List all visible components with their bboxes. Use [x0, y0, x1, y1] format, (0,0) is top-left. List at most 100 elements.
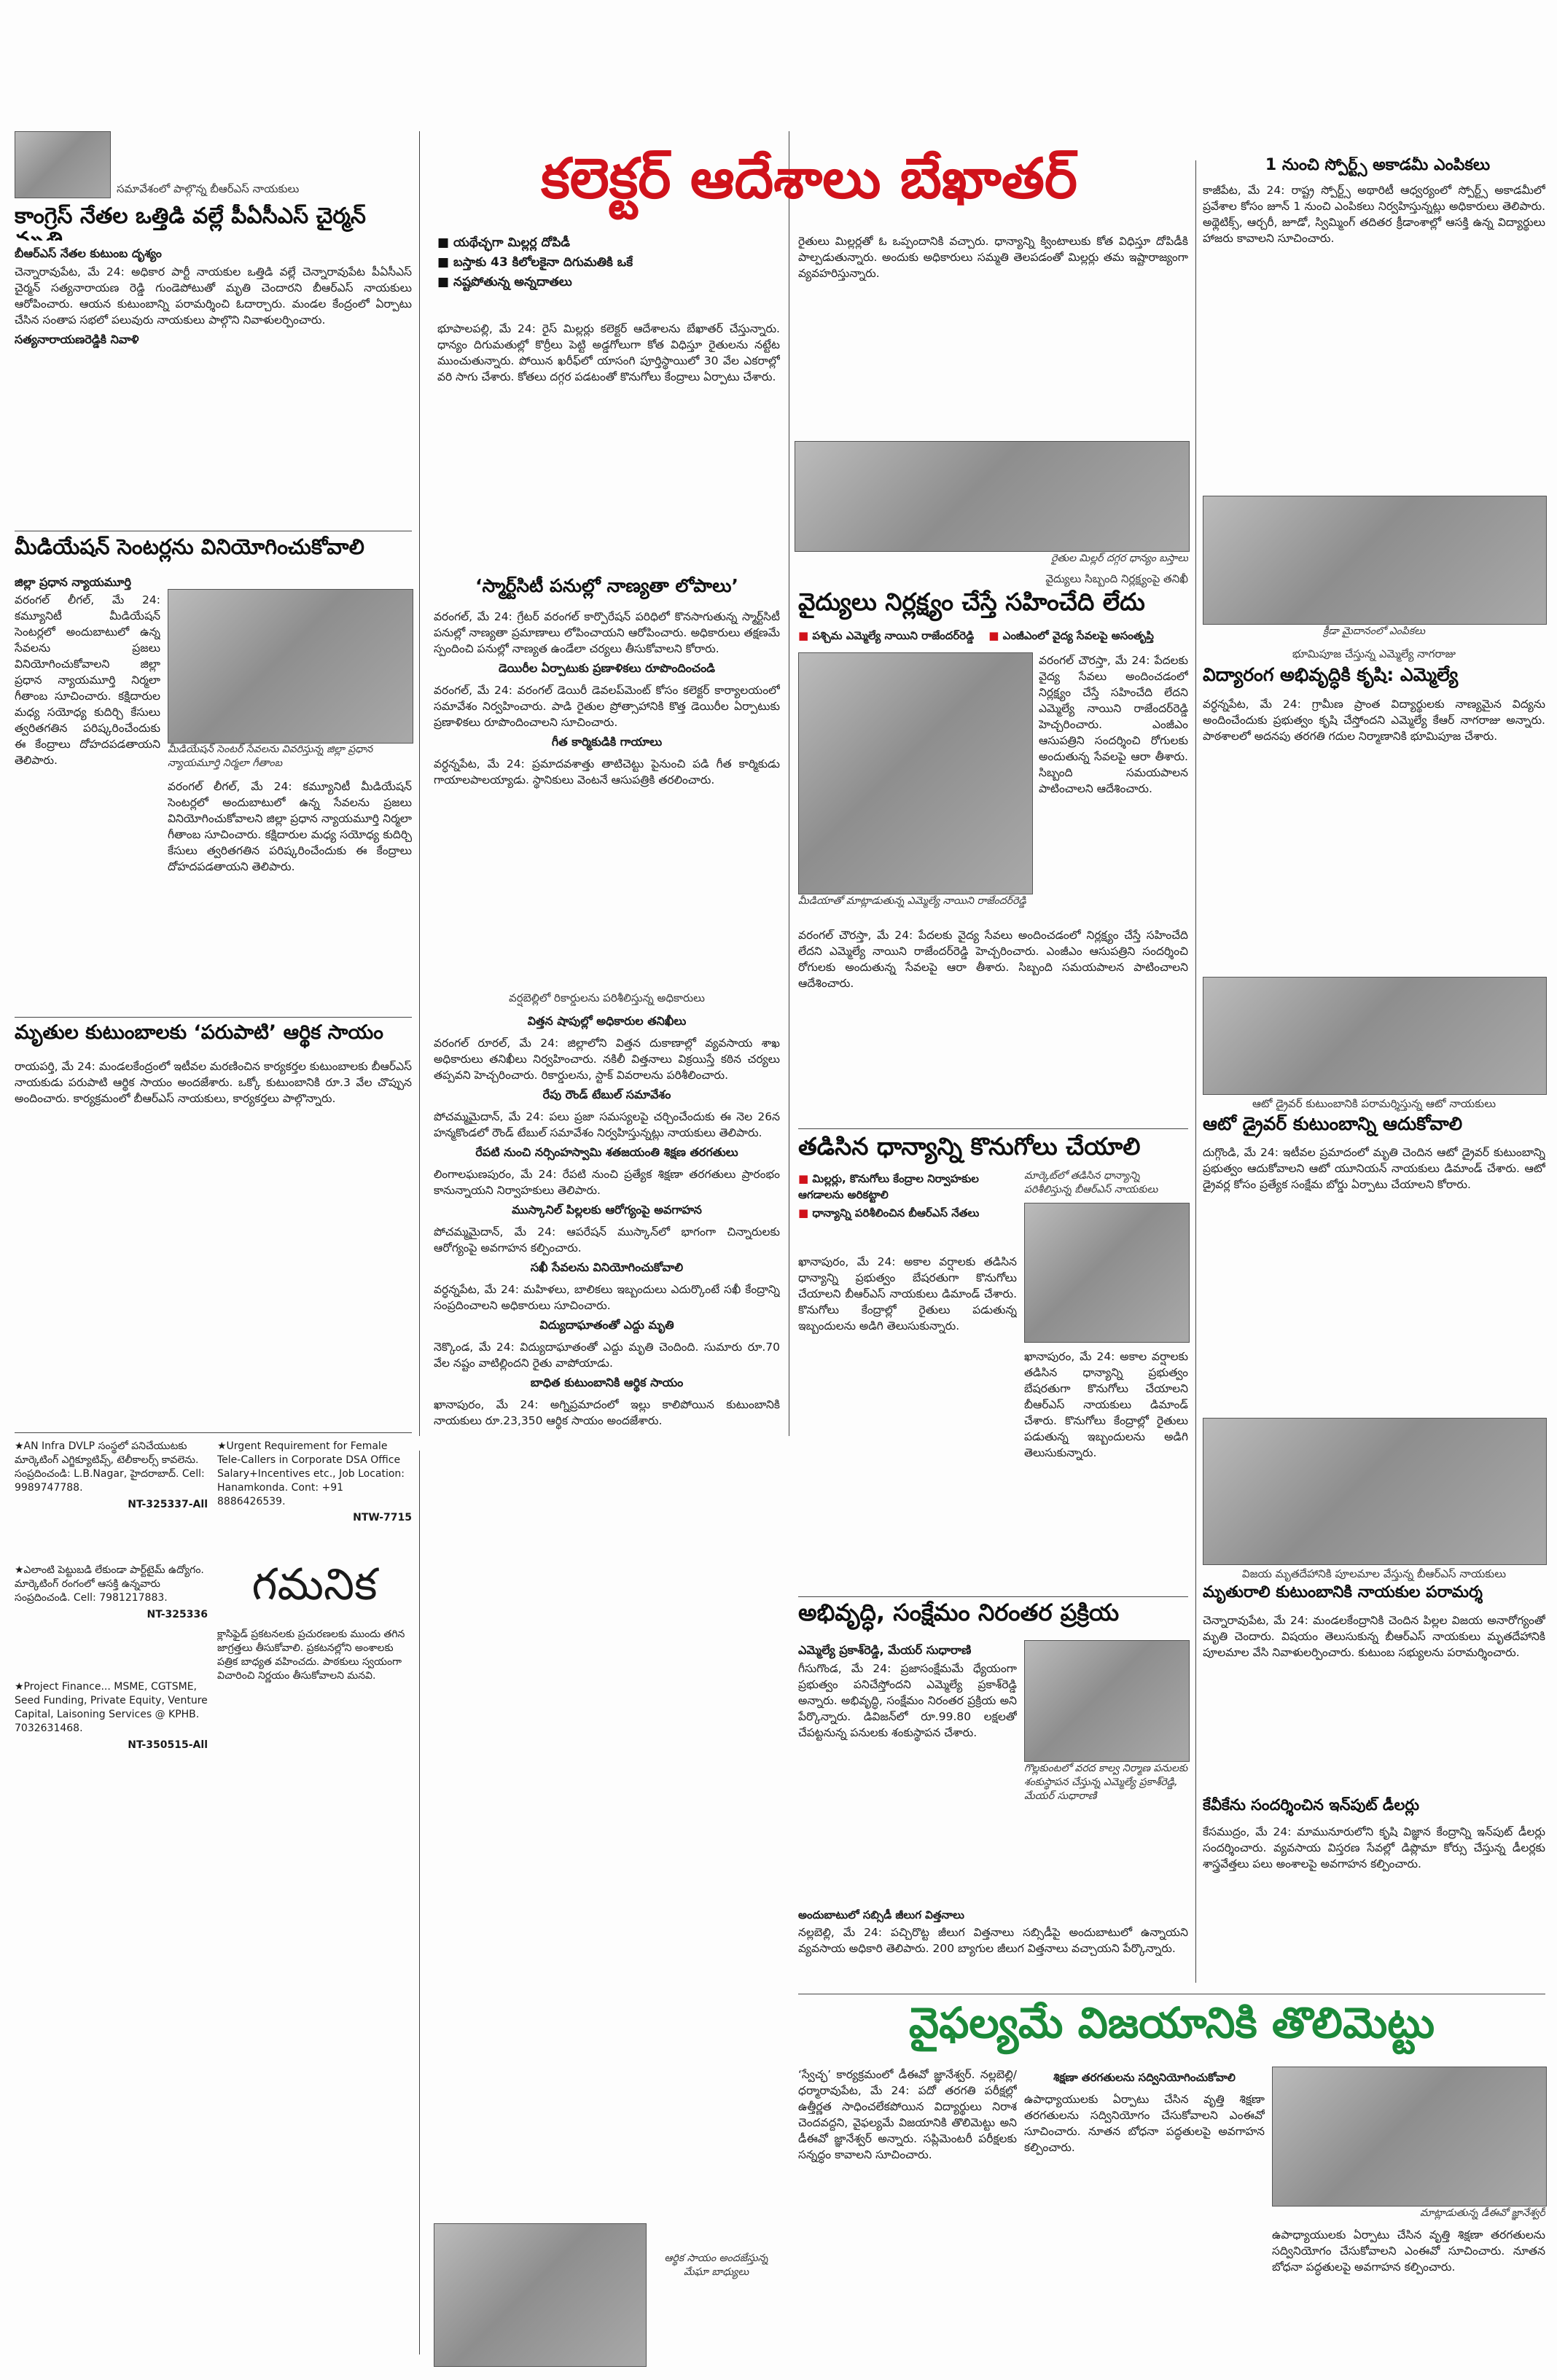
classified-text: ★Urgent Requirement for Female Tele-Call…	[217, 1440, 405, 1507]
edu-kicker: భూమిపూజ చేస్తున్న ఎమ్మెల్యే నాగరాజు	[1292, 647, 1456, 660]
driver-photo	[1203, 977, 1547, 1095]
classified-code: NTW-7715	[353, 1512, 412, 1524]
grain-body-cont: ఖానాపురం, మే 24: అకాల వర్షాలకు తడిసిన ధా…	[1024, 1349, 1188, 1589]
sports-photo-caption: క్రీడా మైదానంలో ఎంపికలు	[1323, 625, 1425, 637]
defeat-body-2: శిక్షణా తరగతులను సద్వినియోగించుకోవాలి ఉప…	[1024, 2067, 1265, 2365]
paragraph: లింగాలఘణపురం, మే 24: రేపటి నుంచి ప్రత్యే…	[434, 1168, 780, 1197]
grain-photo	[1024, 1203, 1190, 1343]
grain-bullet: మిల్లర్లు, కొనుగోలు కేంద్రాల నిర్వాహకుల …	[798, 1172, 1017, 1204]
paragraph: నెక్కొండ, మే 24: విద్యుదాఘాతంతో ఎద్దు మృ…	[434, 1341, 780, 1370]
progress-body2: నల్లబెల్లి, మే 24: పచ్చిరొట్ట జీలుగ విత్…	[798, 1924, 1188, 1997]
top-bullet: యథేచ్ఛగా మిల్లర్ల దోపిడీ	[437, 235, 758, 253]
congress-sub2: సత్యనారాయణరెడ్డికి నివాళి	[15, 332, 139, 346]
paragraph: వరంగల్, మే 24: గ్రేటర్ వరంగల్ కార్పొరేషన…	[434, 610, 780, 655]
paragraph: వరంగల్ రూరల్, మే 24: జిల్లాలోని విత్తన ద…	[434, 1037, 780, 1082]
mediation-sub: జిల్లా ప్రధాన న్యాయమూర్తి	[15, 575, 131, 589]
mid-sub5: సఖీ సేవలను వినియోగించుకోవాలి	[530, 1260, 684, 1274]
doctors-photo	[798, 652, 1033, 894]
smart-sub2: గీత కార్మికుడికి గాయాలు	[551, 735, 663, 749]
grain-body: ఖానాపురం, మే 24: అకాల వర్షాలకు తడిసిన ధా…	[798, 1254, 1017, 1589]
top-story-photo	[795, 441, 1190, 552]
support-body: రాయపర్తి, మే 24: మండలకేంద్రంలో ఇటీవల మరణ…	[15, 1058, 412, 1204]
paragraph: గీసుగొండ, మే 24: ప్రజాసంక్షేమమే ధ్యేయంగా…	[798, 1662, 1017, 1739]
driver-kicker: ఆటో డ్రైవర్ కుటుంబానికి పరామర్శిస్తున్న …	[1252, 1097, 1496, 1110]
paragraph: వరంగల్ చౌరస్తా, మే 24: పేదలకు వైద్య సేవల…	[1039, 654, 1188, 795]
notice-body: క్లాసిఫైడ్ ప్రకటనలకు ప్రచురణలకు ముందు తగ…	[217, 1628, 405, 1682]
classified-text: ★ఎలాంటి పెట్టుబడి లేకుండా పార్ట్‌టైమ్ ఉద…	[15, 1564, 204, 1604]
top-bullet: బస్తాకు 43 కిలోలకైనా దిగుమతికి ఒకే	[437, 255, 758, 273]
driver-headline: ఆటో డ్రైవర్ కుటుంబాన్ని ఆదుకోవాలి	[1203, 1114, 1463, 1134]
progress-photo-caption: గొల్లకుంటలో వరద కాల్వ నిర్మాణ పనులకు శంక…	[1024, 1763, 1188, 1802]
smart-sub1: డెయిరీల ఏర్పాటుకు ప్రణాళికలు రూపొందించండ…	[498, 661, 716, 675]
driver-body: దుగ్గొండి, మే 24: ఇటీవల ప్రమాదంలో మృతి చ…	[1203, 1144, 1545, 1414]
paragraph: వర్ధన్నపేట, మే 24: గ్రామీణ ప్రాంత విద్యా…	[1203, 698, 1545, 743]
support-headline: మృతుల కుటుంబాలకు ‘పరుపాటి’ ఆర్థిక సాయం	[15, 1022, 383, 1044]
sports-photo	[1203, 496, 1547, 625]
grain-photo-caption: మార్కెట్‌లో తడిసిన ధాన్యాన్ని పరిశీలిస్త…	[1024, 1170, 1158, 1195]
doctors-photo-caption: మీడియాతో మాట్లాడుతున్న ఎమ్మెల్యే నాయిని …	[798, 895, 1026, 907]
defeat-headline: వైఫల్యమే విజయానికి తొలిమెట్టు	[908, 2001, 1435, 2048]
paragraph: ఖానాపురం, మే 24: అకాల వర్షాలకు తడిసిన ధా…	[1024, 1350, 1188, 1459]
defeat-photo	[1272, 2067, 1547, 2207]
congress-sub: బీఆర్ఎస్ నేతల కుటుంబ దృశ్యం	[15, 246, 162, 260]
paragraph: ఉపాధ్యాయులకు ఏర్పాటు చేసిన వృత్తి శిక్షణ…	[1272, 2228, 1545, 2274]
dealers-headline: కేవీకేను సందర్శించిన ఇన్‌పుట్ డీలర్లు	[1203, 1797, 1420, 1814]
doctors-headline: వైద్యులు నిర్లక్ష్యం చేస్తే సహించేది లేద…	[798, 589, 1145, 616]
classified-ad: ★Urgent Requirement for Female Tele-Call…	[217, 1440, 412, 1549]
mediation-body-cont: వరంగల్ లీగల్, మే 24: కమ్యూనిటీ మీడియేషన్…	[168, 779, 412, 1012]
mid-sub4: ముస్కానిల్ పిల్లలకు ఆరోగ్యంపై అవగాహన	[512, 1203, 702, 1217]
progress-sub: ఎమ్మెల్యే ప్రకాశ్‌రెడ్డి, మేయర్ సుధారాణి	[798, 1643, 972, 1657]
congress-body: చెన్నారావుపేట, మే 24: అధికార పార్టీ నాయక…	[15, 264, 412, 526]
paragraph: ఉపాధ్యాయులకు ఏర్పాటు చేసిన వృత్తి శిక్షణ…	[1024, 2093, 1265, 2154]
mid-sub2: రేపు రౌండ్ టేబుల్ సమావేశం	[542, 1088, 671, 1101]
mourn-body: చెన్నారావుపేట, మే 24: మండలకేంద్రానికి చె…	[1203, 1612, 1545, 1795]
doctors-body: వరంగల్ చౌరస్తా, మే 24: పేదలకు వైద్య సేవల…	[1039, 652, 1188, 893]
classified-text: ★Project Finance... MSME, CGTSME, Seed F…	[15, 1681, 208, 1734]
defeat-sub: శిక్షణా తరగతులను సద్వినియోగించుకోవాలి	[1053, 2071, 1236, 2084]
progress-photo	[1024, 1640, 1190, 1762]
relief-photo	[434, 2223, 647, 2367]
top-headline: కలెక్టర్ ఆదేశాలు బేఖాతర్	[541, 149, 1077, 211]
congress-headline: కాంగ్రెస్ నేతల ఒత్తిడి వల్లే పీఏసీఎస్ చై…	[15, 204, 366, 241]
paragraph: వరంగల్ లీగల్, మే 24: కమ్యూనిటీ మీడియేషన్…	[15, 593, 160, 767]
classified-code: NT-350515-All	[128, 1739, 208, 1751]
defeat-body: ‘స్వేచ్ఛ’ కార్యక్రమంలో డీఈవో జ్ఞానేశ్వర్…	[798, 2067, 1017, 2365]
doctors-bullet: పశ్చిమ ఎమ్మెల్యే నాయిని రాజేందర్‌రెడ్డి	[798, 629, 974, 648]
top-story-body-1: భూపాలపల్లి, మే 24: రైస్ మిల్లర్లు కలెక్ట…	[437, 321, 780, 539]
classified-code: NT-325336	[147, 1608, 208, 1620]
top-photo-caption: రైతుల మిల్లర్ దగ్గర ధాన్యం బస్తాలు	[1051, 553, 1188, 564]
sports-body: కాజీపేట, మే 24: రాష్ట్ర స్పోర్ట్స్ అథారి…	[1203, 182, 1545, 488]
defeat-photo-caption: మాట్లాడుతున్న డీఈవో జ్ఞానేశ్వర్	[1420, 2207, 1545, 2219]
paragraph: నల్లబెల్లి, మే 24: పచ్చిరొట్ట జీలుగ విత్…	[798, 1926, 1188, 1955]
mid-news: విత్తన షాపుల్లో అధికారుల తనిఖీలు వరంగల్ …	[434, 1010, 780, 2216]
grain-headline: తడిసిన ధాన్యాన్ని కొనుగోలు చేయాలి	[798, 1134, 1141, 1160]
progress-body: గీసుగొండ, మే 24: ప్రజాసంక్షేమమే ధ్యేయంగా…	[798, 1661, 1017, 1901]
congress-photo	[15, 131, 111, 198]
paragraph: రాయపర్తి, మే 24: మండలకేంద్రంలో ఇటీవల మరణ…	[15, 1060, 412, 1105]
mid-sub1: విత్తన షాపుల్లో అధికారుల తనిఖీలు	[527, 1014, 687, 1028]
defeat-body-3: ఉపాధ్యాయులకు ఏర్పాటు చేసిన వృత్తి శిక్షణ…	[1272, 2227, 1545, 2365]
mediation-photo	[168, 589, 413, 744]
paragraph: వరంగల్, మే 24: వరంగల్ డెయిరీ డెవలప్‌మెంట…	[434, 684, 780, 729]
paragraph: వరంగల్ లీగల్, మే 24: కమ్యూనిటీ మీడియేషన్…	[168, 780, 412, 873]
mediation-body: వరంగల్ లీగల్, మే 24: కమ్యూనిటీ మీడియేషన్…	[15, 592, 160, 1000]
paragraph: భూపాలపల్లి, మే 24: రైస్ మిల్లర్లు కలెక్ట…	[437, 322, 780, 383]
classified-ad: ★AN Infra DVLP సంస్థలో పనిచేయుటకు మార్కె…	[15, 1440, 208, 1556]
sports-headline: 1 నుంచి స్పోర్ట్స్ అకాడమీ ఎంపికలు	[1265, 157, 1491, 174]
classified-ad: ★Project Finance... MSME, CGTSME, Seed F…	[15, 1680, 208, 1804]
top-bullet: నష్టపోతున్న అన్నదాతలు	[437, 275, 758, 292]
paragraph: వర్ధన్నపేట, మే 24: మహిళలు, బాలికలు ఇబ్బం…	[434, 1283, 780, 1312]
notice-title: గమనిక	[251, 1559, 378, 1610]
paragraph: రైతులు మిల్లర్లతో ఓ ఒప్పందానికి వచ్చారు.…	[798, 235, 1188, 280]
grain-bullet: ధాన్యాన్ని పరిశీలించిన బీఆర్ఎస్ నేతలు	[798, 1206, 1017, 1222]
paragraph: వరంగల్ చౌరస్తా, మే 24: పేదలకు వైద్య సేవల…	[798, 929, 1188, 990]
relief-caption: ఆర్థిక సాయం అందజేస్తున్న మేఘా బాధ్యులు	[664, 2252, 768, 2278]
paragraph: వర్ధన్నపేట, మే 24: ప్రమాదవశాత్తు తాటిచెట…	[434, 757, 780, 787]
doctors-bullet: ఎంజీఎంలో వైద్య సేవలపై అసంతృప్తి	[988, 629, 1154, 648]
notice-box: గమనిక క్లాసిఫైడ్ ప్రకటనలకు ప్రచురణలకు ము…	[217, 1556, 412, 1804]
paragraph: ఖానాపురం, మే 24: అకాల వర్షాలకు తడిసిన ధా…	[798, 1255, 1017, 1333]
top-bullets: యథేచ్ఛగా మిల్లర్ల దోపిడీ బస్తాకు 43 కిలో…	[437, 233, 758, 321]
mid-sub6: విద్యుదాఘాతంతో ఎద్దు మృతి	[539, 1318, 674, 1332]
paragraph: చెన్నారావుపేట, మే 24: మండలకేంద్రానికి చె…	[1203, 1614, 1545, 1659]
small-kicker: సమావేశంలో పాల్గొన్న బీఆర్ఎస్ నాయకులు	[117, 182, 300, 195]
